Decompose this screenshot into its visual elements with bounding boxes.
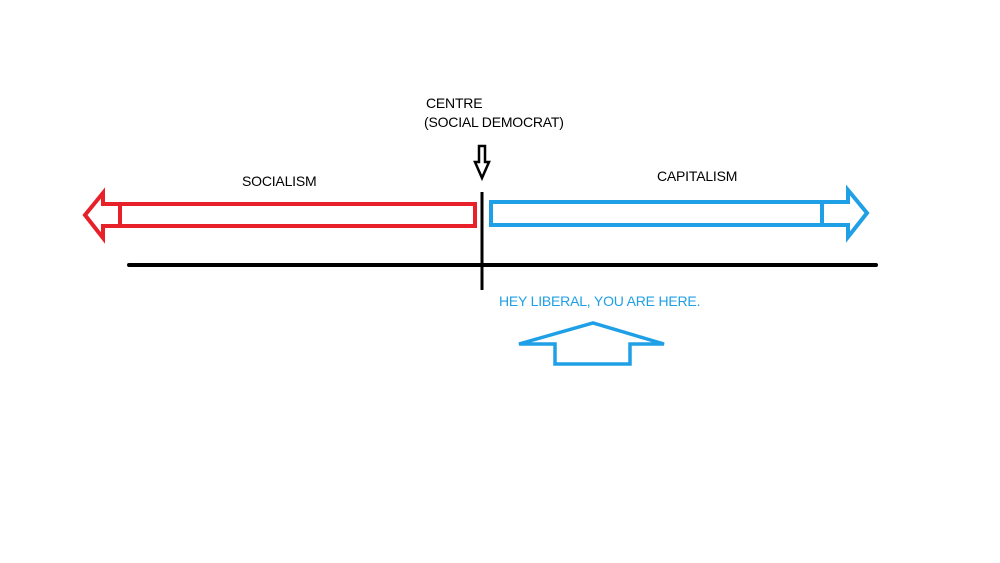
you-are-here-up-arrow-icon	[518, 321, 665, 366]
social-democrat-label: (SOCIAL DEMOCRAT)	[424, 114, 564, 130]
capitalism-arrow	[489, 184, 870, 243]
socialism-arrow	[82, 187, 477, 244]
capitalism-label: CAPITALISM	[657, 168, 738, 184]
you-are-here-label: HEY LIBERAL, YOU ARE HERE.	[499, 293, 701, 309]
centre-down-arrow-icon	[473, 144, 491, 182]
centre-label: CENTRE	[426, 95, 483, 111]
socialism-label: SOCIALISM	[242, 173, 317, 189]
